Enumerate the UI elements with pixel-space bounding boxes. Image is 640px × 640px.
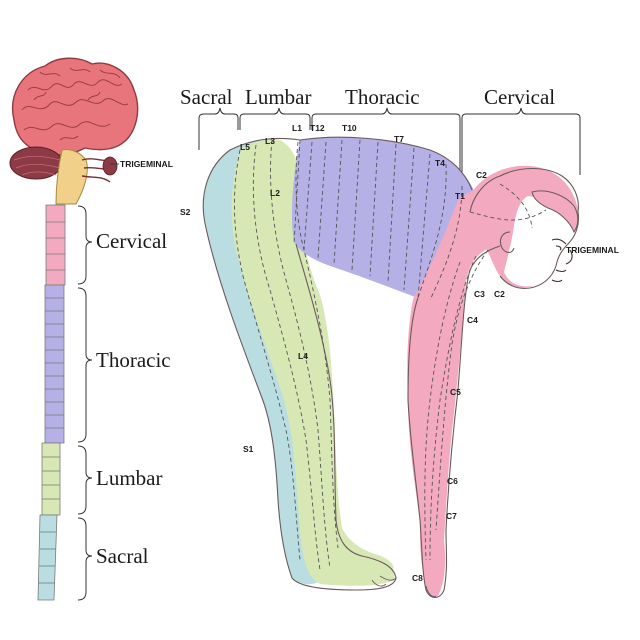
label-l4: L4 bbox=[298, 351, 308, 361]
label-c2-top: C2 bbox=[476, 170, 487, 180]
top-label-lumbar: Lumbar bbox=[245, 85, 311, 109]
cord-cervical bbox=[45, 204, 66, 286]
label-c6: C6 bbox=[447, 476, 458, 486]
label-t10: T10 bbox=[342, 123, 357, 133]
trigeminal-label-face: TRIGEMINAL bbox=[566, 245, 619, 255]
top-brackets: Sacral Lumbar Thoracic Cervical bbox=[180, 85, 581, 180]
face-features bbox=[551, 238, 573, 283]
cord-lumbar bbox=[41, 442, 61, 516]
cord-thoracic bbox=[44, 284, 65, 444]
cord-sacral bbox=[37, 514, 58, 601]
label-t4: T4 bbox=[435, 158, 445, 168]
label-c8: C8 bbox=[412, 573, 423, 583]
top-label-thoracic: Thoracic bbox=[345, 85, 420, 109]
brain-gyri bbox=[21, 67, 129, 141]
label-t7: T7 bbox=[394, 134, 404, 144]
label-t1: T1 bbox=[455, 191, 465, 201]
spine-label-lumbar: Lumbar bbox=[96, 466, 162, 490]
face-trigeminal-region bbox=[504, 196, 577, 287]
figure-outline bbox=[202, 136, 580, 599]
label-c4: C4 bbox=[467, 315, 478, 325]
label-s2: S2 bbox=[180, 207, 191, 217]
label-c3: C3 bbox=[474, 289, 485, 299]
top-label-sacral: Sacral bbox=[180, 85, 233, 109]
brain-spinal-cord: TRIGEMINAL Cervical Thoracic Lumbar Sacr… bbox=[9, 57, 173, 601]
label-c7: C7 bbox=[446, 511, 457, 521]
label-l5: L5 bbox=[240, 142, 250, 152]
label-l2: L2 bbox=[270, 188, 280, 198]
label-c2: C2 bbox=[494, 289, 505, 299]
bent-figure: S2 L5 L3 L1 T12 T10 T7 T4 C2 T1 L2 TRIGE… bbox=[180, 123, 619, 599]
spine-braces bbox=[77, 205, 93, 601]
dermatome-boundaries bbox=[234, 139, 547, 571]
trigeminal-label-brain: TRIGEMINAL bbox=[120, 159, 173, 169]
torso-thoracic-region bbox=[292, 137, 476, 298]
label-l1: L1 bbox=[292, 123, 302, 133]
spine-label-thoracic: Thoracic bbox=[96, 348, 171, 372]
spinal-cord bbox=[37, 204, 66, 601]
top-label-cervical: Cervical bbox=[484, 85, 555, 109]
label-t12: T12 bbox=[310, 123, 325, 133]
label-s1: S1 bbox=[243, 444, 254, 454]
brainstem-shape bbox=[55, 149, 88, 205]
label-c5: C5 bbox=[450, 387, 461, 397]
spine-label-cervical: Cervical bbox=[96, 229, 167, 253]
label-l3: L3 bbox=[265, 136, 275, 146]
spine-label-sacral: Sacral bbox=[96, 544, 149, 568]
